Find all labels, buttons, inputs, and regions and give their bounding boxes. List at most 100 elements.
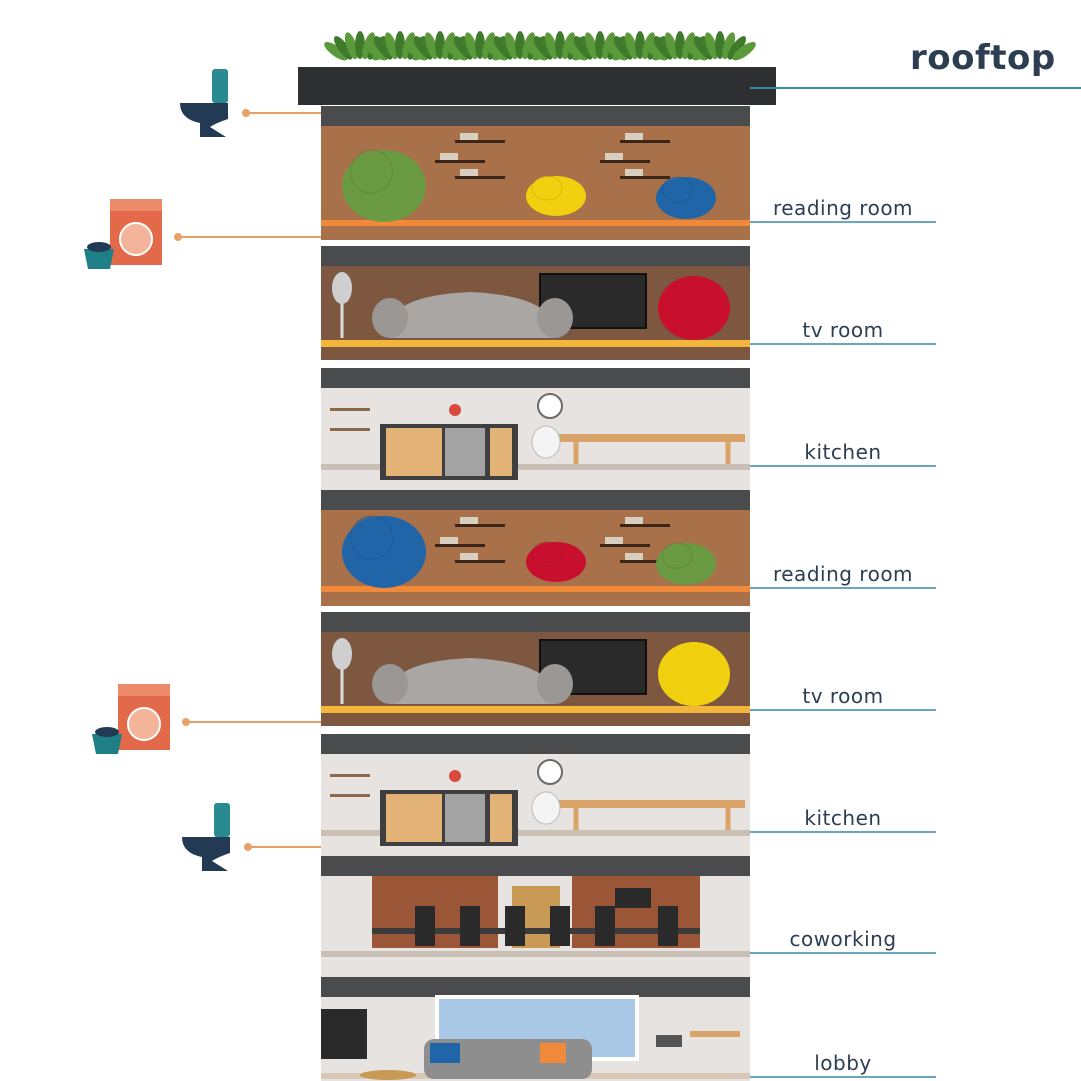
rooftop-label: rooftop — [910, 38, 1056, 78]
oven-icon — [445, 428, 485, 476]
laundry-basket-icon — [92, 734, 122, 754]
pot-icon — [449, 770, 461, 782]
shelf — [620, 140, 670, 143]
toilet-bowl — [182, 837, 230, 871]
connector-dot — [174, 233, 182, 241]
floor-tv — [321, 246, 936, 360]
sofa-arm — [537, 664, 573, 704]
books — [605, 537, 623, 544]
floor-label: reading room — [772, 196, 914, 220]
bar-stool — [656, 1035, 682, 1047]
chair-icon — [531, 425, 561, 459]
bean-bag-back — [661, 542, 693, 569]
shelf — [455, 176, 505, 179]
books — [460, 169, 478, 176]
oven-icon — [445, 794, 485, 842]
bean-bag-back — [349, 515, 393, 560]
toilet-bowl — [180, 103, 228, 137]
floor-slab — [321, 612, 750, 632]
kitchen-shelf — [330, 408, 370, 411]
pot-icon — [449, 404, 461, 416]
toilet-tank — [214, 803, 230, 837]
sofa-icon — [389, 658, 556, 704]
bean-bag-back — [661, 176, 693, 203]
sofa-arm — [372, 664, 408, 704]
shelf — [455, 524, 505, 527]
cabinet-door — [490, 428, 512, 476]
chair-icon — [531, 791, 561, 825]
rooftop-plants — [324, 31, 756, 61]
toilet-icon — [180, 69, 321, 137]
shelf — [455, 560, 505, 563]
laundry-basket-icon — [84, 249, 114, 269]
cushion — [430, 1043, 460, 1063]
screen-icon — [615, 888, 651, 908]
shelf — [435, 544, 485, 547]
office-chair-icon — [550, 906, 570, 946]
desk — [372, 928, 700, 934]
lamp-icon — [332, 638, 352, 670]
floor-strip — [321, 706, 750, 713]
sofa-icon — [389, 292, 556, 338]
laundry-clothes — [95, 727, 119, 737]
office-chair-icon — [415, 906, 435, 946]
bean-bag-back — [531, 541, 563, 567]
floor-slab — [321, 106, 750, 126]
brick-wall — [572, 876, 700, 948]
cabinet-door — [490, 794, 512, 842]
dining-table — [558, 434, 745, 442]
floor-label: tv room — [802, 684, 884, 708]
shelf — [435, 160, 485, 163]
floor-strip — [321, 951, 750, 957]
sofa-arm — [537, 298, 573, 338]
books — [460, 133, 478, 140]
books — [625, 517, 643, 524]
floor-slab — [321, 856, 750, 876]
cabinet-door — [414, 794, 442, 842]
office-chair-icon — [505, 906, 525, 946]
floor-kitchen — [321, 734, 936, 856]
bean-chair — [658, 276, 730, 340]
washing-machine-icon — [92, 684, 321, 754]
cabinet-door — [386, 428, 414, 476]
connector-dot — [182, 718, 190, 726]
books — [440, 153, 458, 160]
floor-strip — [321, 340, 750, 347]
floor-reading — [321, 490, 936, 606]
kitchen-shelf — [330, 794, 370, 797]
clock-icon — [537, 393, 563, 419]
floor-label: tv room — [802, 318, 884, 342]
floor-slab — [321, 246, 750, 266]
shelf — [600, 160, 650, 163]
shelf — [620, 560, 670, 563]
shelf — [600, 544, 650, 547]
lamp-icon — [332, 272, 352, 304]
books — [460, 517, 478, 524]
floor-strip — [321, 220, 750, 226]
tv-icon — [539, 273, 647, 329]
shelf — [620, 524, 670, 527]
coffee-table — [360, 1070, 416, 1080]
office-chair-icon — [595, 906, 615, 946]
floor-strip — [321, 464, 750, 470]
roof-slab — [298, 67, 776, 105]
washer-door — [127, 707, 161, 741]
floor-slab — [321, 734, 750, 754]
bar-table — [690, 1031, 740, 1037]
floor-coworking — [321, 856, 936, 977]
plant-icon — [684, 31, 756, 61]
cabinet-door — [386, 794, 414, 842]
connector-dot — [244, 843, 252, 851]
books — [460, 553, 478, 560]
floor-strip — [321, 586, 750, 592]
kitchen-shelf — [330, 428, 370, 431]
bean-chair — [658, 642, 730, 706]
washing-machine-icon — [84, 199, 321, 269]
office-chair-icon — [658, 906, 678, 946]
washer-door — [119, 222, 153, 256]
cushion — [540, 1043, 566, 1063]
floor-label: coworking — [789, 927, 897, 951]
floor-slab — [321, 977, 750, 997]
floor-label: kitchen — [804, 806, 882, 830]
